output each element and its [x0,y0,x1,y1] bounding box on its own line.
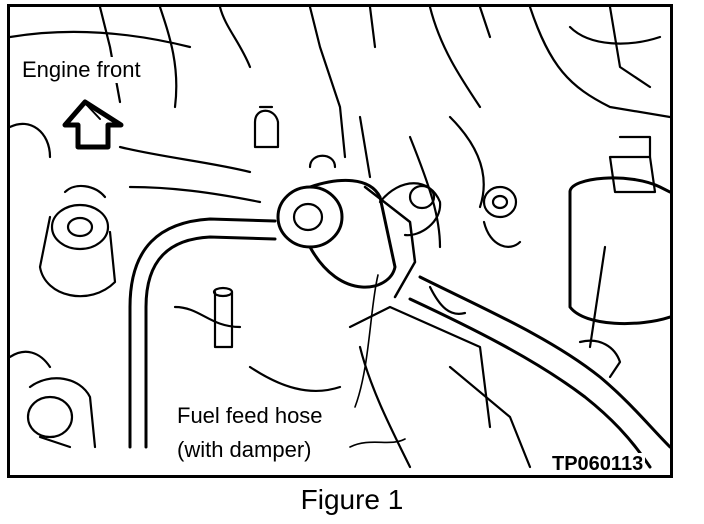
figure-frame: Engine front Fuel feed hose (with damper… [7,4,673,478]
figure-code-label: TP060113 [550,453,646,475]
figure-caption: Figure 1 [300,484,404,515]
arrow-up-icon [62,99,124,150]
engine-line-drawing [10,7,670,469]
fuel-feed-hose-label: Fuel feed hose [175,403,325,429]
engine-front-label: Engine front [20,57,143,83]
with-damper-label: (with damper) [175,437,314,463]
